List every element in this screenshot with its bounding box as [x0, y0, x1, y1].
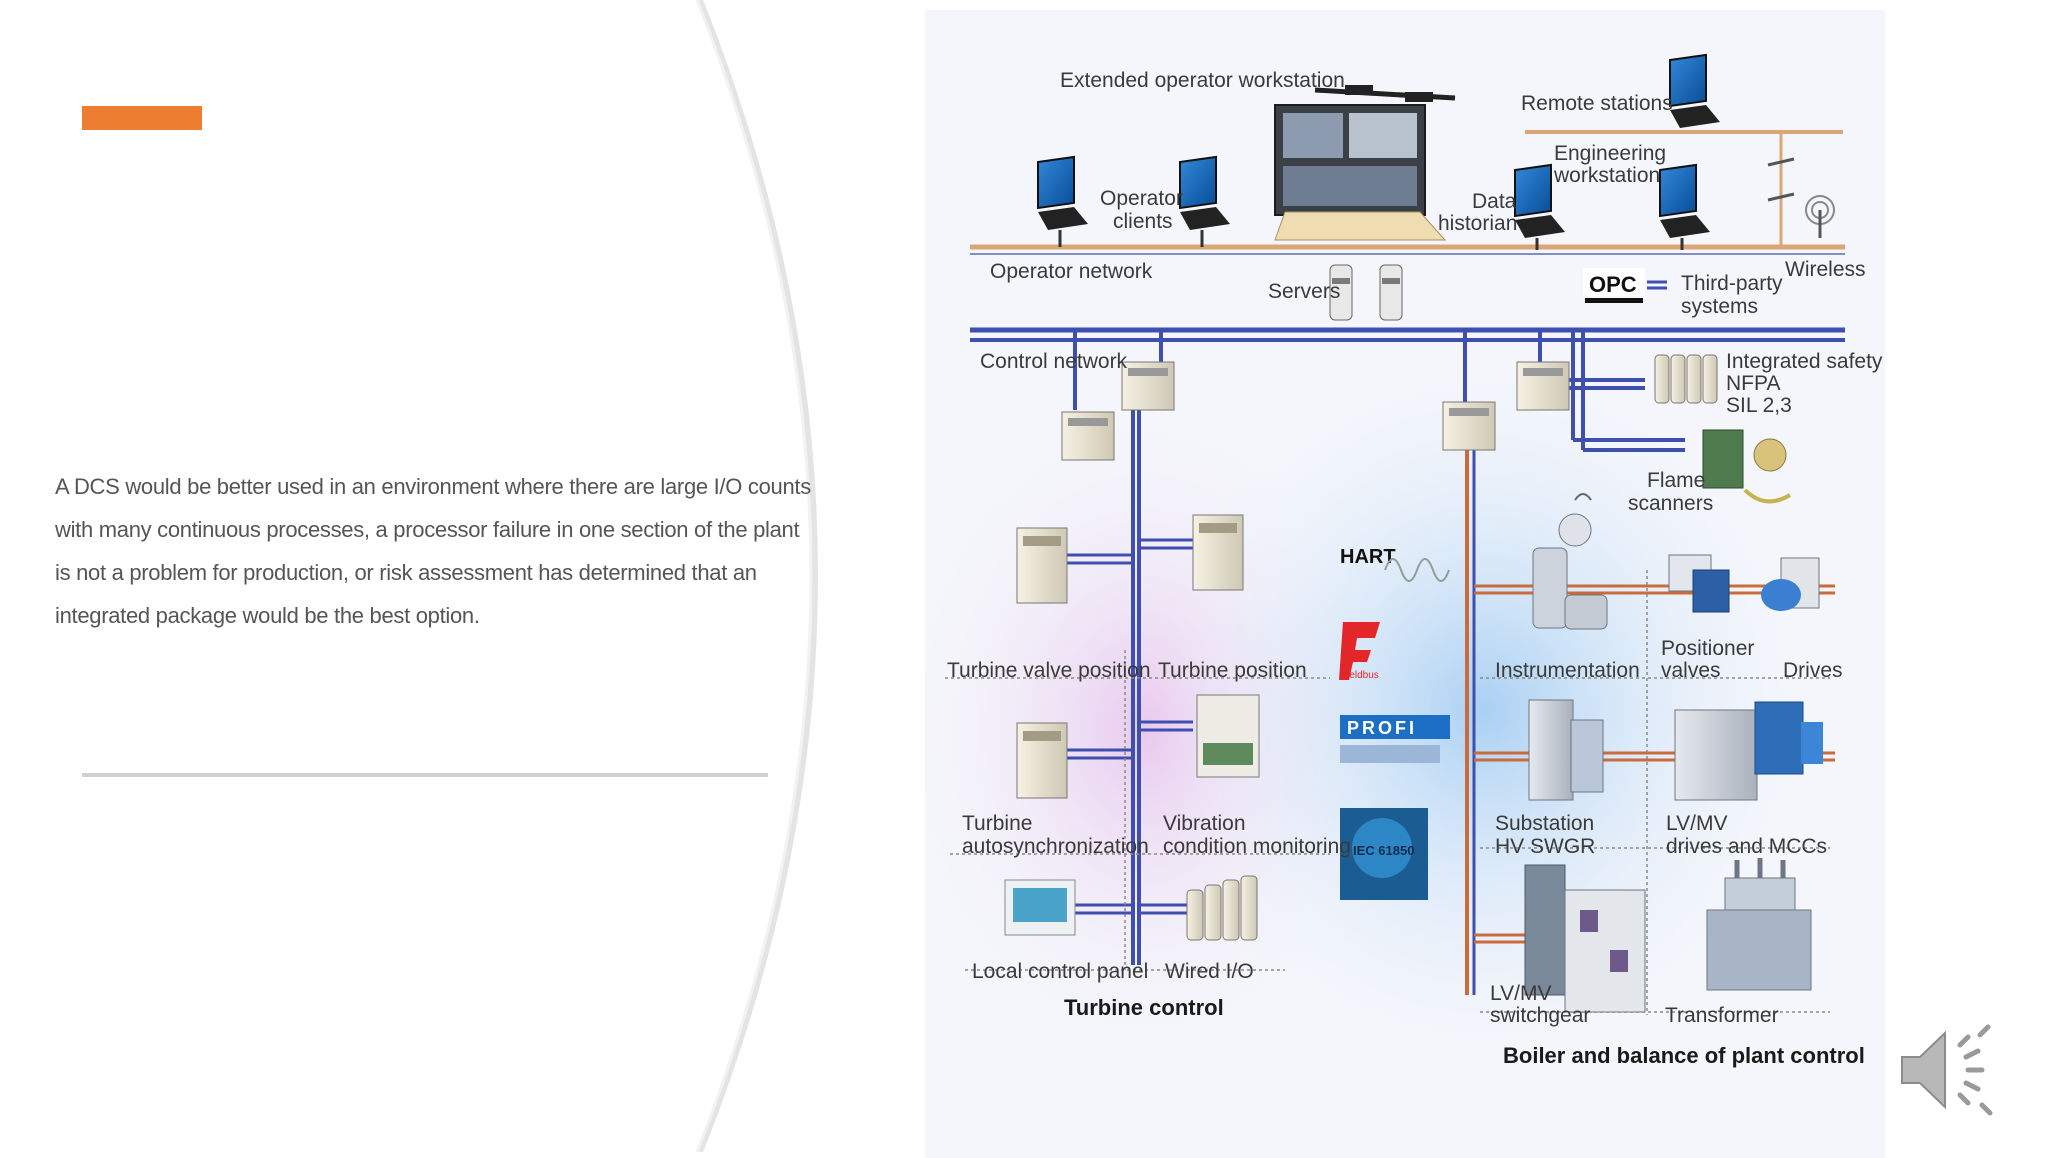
label-third-party-systems-line2: systems — [1681, 295, 1758, 318]
iec-61850-logo: IEC 61850 — [1340, 808, 1428, 900]
label-substation: Substation — [1495, 812, 1594, 835]
extended-operator-workstation — [1274, 85, 1456, 241]
wireless-antenna-icon — [1767, 132, 1835, 248]
label-lvmv-switchgear: LV/MV — [1490, 982, 1551, 1005]
remote-station-monitor — [1669, 53, 1720, 128]
label-servers: Servers — [1268, 280, 1340, 303]
svg-text:HART: HART — [1340, 546, 1396, 568]
label-lvmv-drives: LV/MV — [1666, 812, 1727, 835]
label-local-control-panel: Local control panel — [972, 960, 1148, 983]
label-third-party-systems: Third-party — [1681, 272, 1783, 295]
label-positioner-valves: Positioner — [1661, 637, 1754, 660]
transformer-unit — [1706, 858, 1812, 991]
dotted-separators — [945, 570, 1830, 1015]
label-wireless: Wireless — [1785, 258, 1866, 281]
label-operator-clients: Operator — [1100, 187, 1183, 210]
turbine-controllers — [1061, 361, 1175, 461]
label-boiler-control: Boiler and balance of plant control — [1503, 1043, 1865, 1068]
diagram-labels: Extended operator workstation Remote sta… — [947, 69, 1883, 1068]
label-turbine-valve-position: Turbine valve position — [947, 659, 1151, 682]
label-positioner-valves-line2: valves — [1661, 659, 1721, 682]
label-vibration-monitoring: Vibration — [1163, 812, 1246, 835]
profibus-logo: PROFI — [1340, 715, 1450, 763]
plant-controllers — [1442, 361, 1570, 451]
label-flame-scanners: Flame — [1647, 469, 1705, 492]
label-lvmv-drives-line2: drives and MCCs — [1666, 835, 1827, 858]
label-lvmv-switchgear-line2: switchgear — [1490, 1004, 1590, 1027]
turbine-control-trunk — [1067, 330, 1193, 965]
protocol-logos: HART Fieldbus PROFI IEC 61850 — [1339, 546, 1450, 900]
control-network-bus — [970, 327, 1845, 342]
plant-zone-glow — [1155, 350, 1815, 1070]
positioner-valves — [1668, 554, 1730, 613]
label-flame-scanners-line2: scanners — [1628, 492, 1713, 515]
label-data-historian-line2: historian — [1438, 212, 1517, 235]
label-integrated-safety-sil: SIL 2,3 — [1726, 394, 1792, 417]
svg-text:PROFI: PROFI — [1347, 718, 1417, 738]
flame-scanner-device — [1702, 429, 1792, 504]
label-wired-io: Wired I/O — [1165, 960, 1254, 983]
speaker-icon[interactable] — [1890, 1015, 2005, 1125]
dcs-architecture-diagram: OPC — [925, 10, 1885, 1158]
label-vibration-monitoring-line2: condition monitoring — [1163, 835, 1351, 858]
label-turbine-autosync-line2: autosynchronization — [962, 835, 1149, 858]
label-substation-line2: HV SWGR — [1495, 835, 1595, 858]
substation-switchgear — [1528, 699, 1604, 801]
integrated-safety-modules — [1654, 354, 1718, 404]
turbine-io-modules — [1004, 514, 1260, 941]
label-transformer: Transformer — [1665, 1004, 1779, 1027]
label-turbine-autosync: Turbine — [962, 812, 1032, 835]
label-drives: Drives — [1783, 659, 1843, 682]
fieldbus-logo: Fieldbus — [1339, 622, 1380, 681]
label-turbine-control: Turbine control — [1064, 995, 1224, 1020]
hart-logo: HART — [1340, 546, 1450, 582]
label-remote-stations: Remote stations — [1521, 92, 1673, 115]
opc-logo: OPC — [1583, 268, 1667, 303]
label-operator-network: Operator network — [990, 260, 1153, 283]
operator-client-monitors — [1037, 155, 1230, 247]
label-data-historian: Data — [1472, 190, 1517, 213]
divider-line — [82, 773, 768, 777]
svg-text:Fieldbus: Fieldbus — [1341, 670, 1379, 681]
operator-network-bus — [970, 130, 1845, 255]
label-engineering-workstation: Engineering — [1554, 142, 1666, 165]
label-turbine-position: Turbine position — [1158, 659, 1307, 682]
label-extended-operator-workstation: Extended operator workstation — [1060, 69, 1345, 92]
label-integrated-safety-nfpa: NFPA — [1726, 372, 1780, 395]
label-operator-clients-line2: clients — [1113, 210, 1173, 233]
drive-motor — [1761, 557, 1820, 611]
plant-field-devices — [1524, 493, 1823, 1013]
label-control-network: Control network — [980, 350, 1128, 373]
lvmv-drives-cabinets — [1674, 701, 1823, 801]
engineering-workstation-monitors — [1514, 163, 1710, 250]
title-accent-bar — [82, 106, 202, 130]
server-units — [1329, 264, 1403, 321]
body-text: A DCS would be better used in an environ… — [55, 474, 811, 628]
lvmv-switchgear-cabinets — [1524, 864, 1646, 1013]
label-integrated-safety: Integrated safety — [1726, 350, 1883, 373]
label-instrumentation: Instrumentation — [1495, 659, 1640, 682]
instrumentation-devices — [1532, 493, 1608, 630]
label-engineering-workstation-line2: workstation — [1553, 164, 1660, 187]
svg-text:OPC: OPC — [1589, 272, 1637, 297]
svg-text:IEC 61850: IEC 61850 — [1353, 843, 1414, 858]
